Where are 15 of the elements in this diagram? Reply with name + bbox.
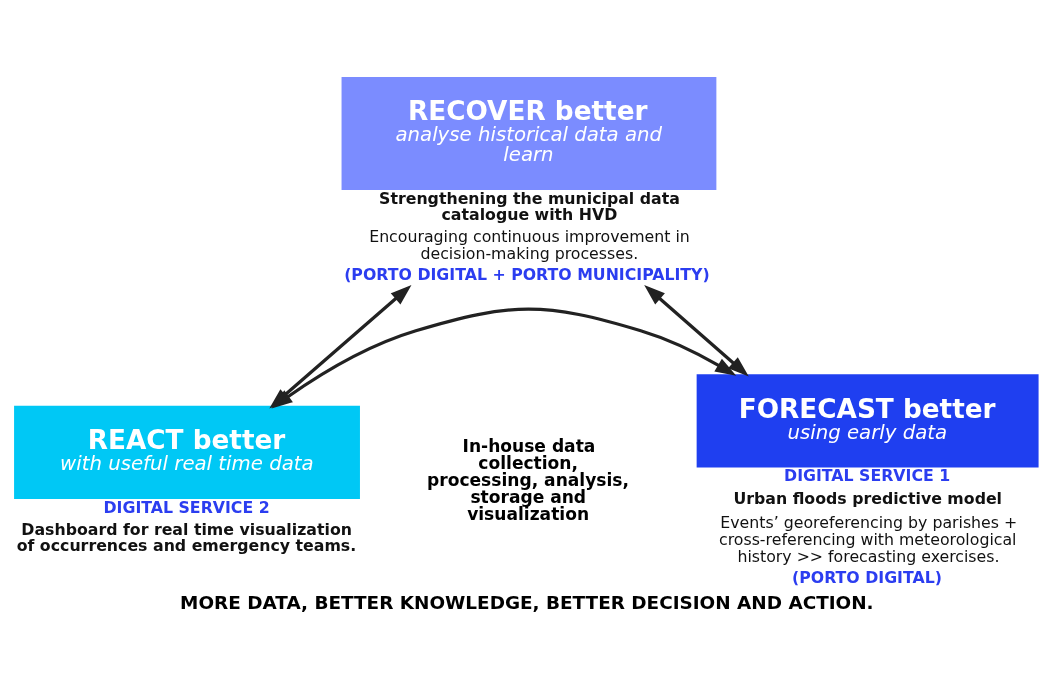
node-label: DIGITAL SERVICE 1 <box>784 466 951 486</box>
node-label: Encouraging continuous improvement in decision-making processes. <box>369 227 690 264</box>
node-box: REACT better with useful real time data <box>14 405 360 500</box>
node-label: (PORTO DIGITAL) <box>791 567 942 587</box>
node-label: DIGITAL SERVICE 2 <box>103 498 270 518</box>
node-label: (PORTO DIGITAL + PORTO MUNICIPALITY) <box>344 265 710 285</box>
node-label: Urban floods predictive model <box>733 488 1003 508</box>
arrow <box>644 284 749 377</box>
node-box: RECOVER better analyse historical data and learn <box>341 76 717 190</box>
node-label: Events’ georeferencing by parishes + cross-referencing with meteorological history >> forecasting exercises. <box>719 512 1018 566</box>
caption: MORE DATA, BETTER KNOWLEDGE, BETTER DECISION AND ACTION. <box>180 592 874 614</box>
node-label: Dashboard for real time visualization of occurrences and emergency teams. <box>16 520 357 556</box>
node-box: FORECAST better using early data <box>696 374 1039 468</box>
node-label: Strengthening the municipal data catalogue with HVD <box>379 188 680 224</box>
label: In-house data collection, processing, analysis, storage and visualization <box>427 435 629 524</box>
